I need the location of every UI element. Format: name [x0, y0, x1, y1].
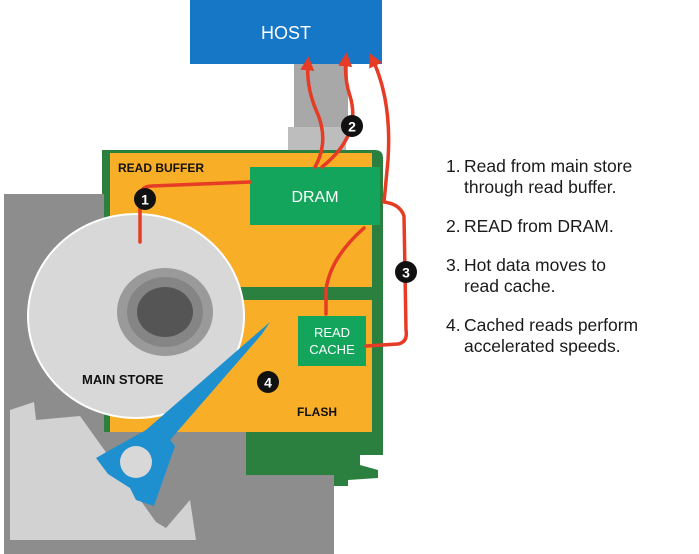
read-buffer-label: READ BUFFER: [118, 161, 204, 175]
step-text-line1: Cached reads perform: [464, 315, 639, 335]
step-item: 1.Read from main store through read buff…: [446, 156, 699, 198]
svg-text:4: 4: [264, 375, 272, 391]
read-cache-label-line1: READ: [314, 325, 350, 340]
dram-label: DRAM: [291, 189, 338, 206]
svg-text:3: 3: [402, 265, 410, 281]
arrow-dram-to-host-b: [320, 52, 355, 169]
host-label: HOST: [261, 23, 311, 43]
step-text-line2: accelerated speeds.: [464, 336, 621, 356]
step-item: 3.Hot data moves to read cache.: [446, 255, 699, 297]
step-text-line1: READ from DRAM.: [464, 216, 614, 236]
drive-base-light: [10, 402, 196, 540]
marker-1: 1: [134, 188, 156, 210]
svg-text:2: 2: [348, 119, 356, 135]
svg-text:1: 1: [141, 192, 149, 208]
dram-chip: [250, 167, 380, 225]
arrow-cache-to-host: [364, 52, 409, 348]
marker-2: 2: [341, 115, 363, 137]
step-number: 3.: [446, 255, 461, 275]
marker-3: 3: [395, 261, 417, 283]
drive-connector: [288, 127, 346, 153]
read-cache-chip: [298, 316, 366, 366]
step-item: 4.Cached reads perform accelerated speed…: [446, 315, 699, 357]
step-text-line2: read cache.: [464, 276, 556, 296]
step-number: 2.: [446, 216, 461, 236]
read-cache-label-line2: CACHE: [309, 342, 355, 357]
actuator-pivot: [120, 446, 152, 478]
step-text-line1: Read from main store: [464, 156, 633, 176]
step-list: 1.Read from main store through read buff…: [446, 156, 699, 375]
marker-4: 4: [257, 371, 279, 393]
flash-label: FLASH: [297, 405, 337, 419]
data-flow-arrows: [138, 52, 409, 348]
step-text-line2: through read buffer.: [464, 177, 617, 197]
spindle-ring-inner: [137, 287, 193, 337]
step-item: 2.READ from DRAM.: [446, 216, 699, 237]
step-number: 4.: [446, 315, 461, 335]
step-number: 1.: [446, 156, 461, 176]
step-text-line1: Hot data moves to: [464, 255, 607, 275]
host-cable: [294, 64, 348, 128]
arrow-dram-to-host-a: [300, 56, 325, 169]
main-store-label: MAIN STORE: [82, 372, 164, 387]
arrow-dram-to-cache: [324, 226, 366, 316]
